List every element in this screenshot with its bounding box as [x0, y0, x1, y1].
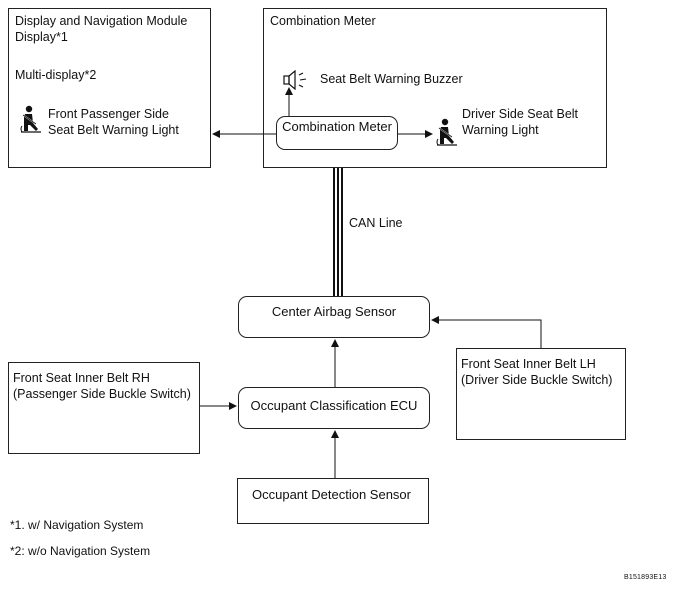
inner-belt-rh-line1: Front Seat Inner Belt RH — [13, 371, 150, 385]
inner-belt-rh-box — [8, 362, 200, 454]
display-navigation-module-box — [8, 8, 211, 168]
buzzer-icon — [283, 70, 307, 90]
inner-belt-lh-box — [456, 348, 626, 440]
seatbelt-warning-icon — [436, 118, 457, 146]
combination-meter-title: Combination Meter — [270, 14, 376, 28]
note-1: *1. w/ Navigation System — [10, 518, 144, 532]
occupant-classification-ecu-label: Occupant Classification ECU — [250, 398, 418, 413]
inner-belt-lh-line1: Front Seat Inner Belt LH — [461, 357, 596, 371]
passenger-light-label-line1: Front Passenger Side — [48, 107, 169, 121]
combination-meter-inner-box: Combination Meter — [276, 116, 398, 150]
figure-code: B151893E13 — [624, 574, 667, 581]
inner-belt-lh-line2: (Driver Side Buckle Switch) — [461, 373, 613, 387]
buzzer-label: Seat Belt Warning Buzzer — [320, 72, 463, 86]
occupant-classification-ecu-box: Occupant Classification ECU — [238, 387, 430, 429]
note-2: *2: w/o Navigation System — [10, 544, 151, 558]
center-airbag-sensor-box: Center Airbag Sensor — [238, 296, 430, 338]
occupant-detection-sensor-label: Occupant Detection Sensor — [252, 487, 411, 502]
display-module-title-line2: Display*1 — [15, 30, 68, 44]
inner-belt-rh-line2: (Passenger Side Buckle Switch) — [13, 387, 191, 401]
display-module-title-line1: Display and Navigation Module — [15, 14, 188, 28]
driver-light-label-line2: Warning Light — [462, 123, 539, 137]
can-line-label: CAN Line — [349, 216, 403, 230]
center-airbag-sensor-label: Center Airbag Sensor — [271, 304, 397, 319]
driver-light-label-line1: Driver Side Seat Belt — [462, 107, 579, 121]
occupant-detection-sensor-box — [237, 478, 429, 524]
seatbelt-warning-icon — [20, 105, 41, 133]
passenger-light-label-line2: Seat Belt Warning Light — [48, 123, 179, 137]
combination-meter-inner-label: Combination Meter — [282, 119, 392, 134]
multi-display-label: Multi-display*2 — [15, 68, 97, 82]
